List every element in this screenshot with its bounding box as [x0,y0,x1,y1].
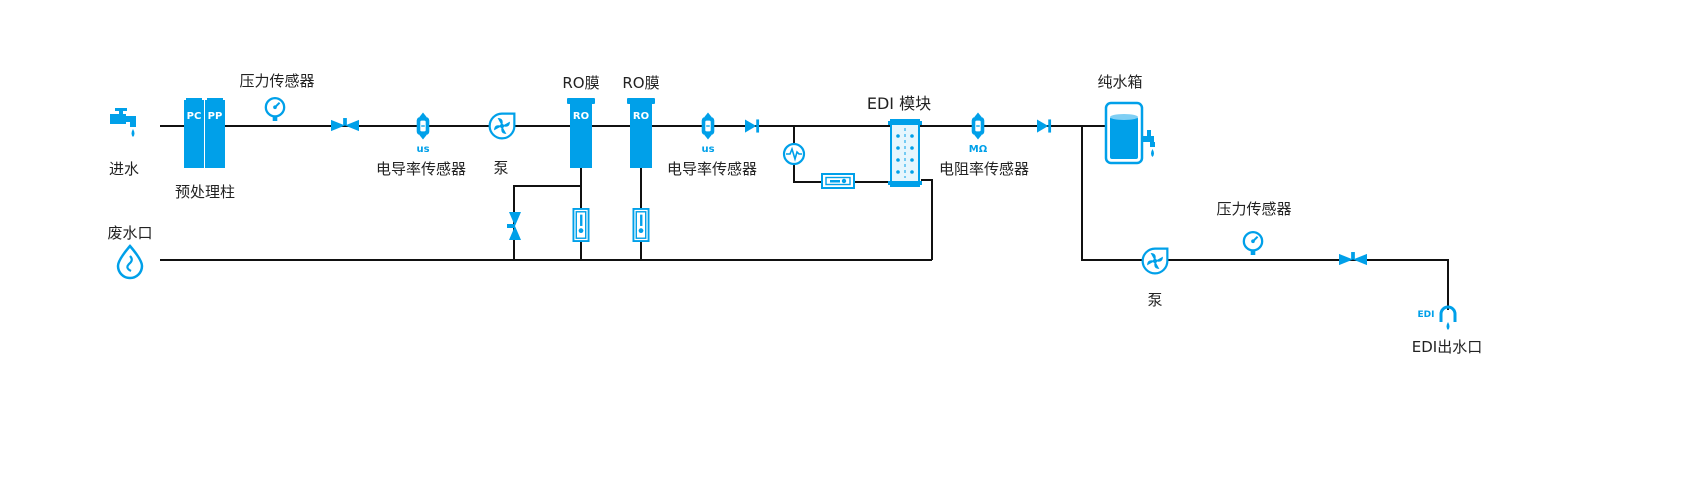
outlet-tap-icon[interactable]: EDI [1418,305,1457,330]
pressure-gauge-icon [264,96,286,123]
inlet-label: 进水 [108,160,140,178]
pump-1-label: 泵 [493,159,509,177]
edi-tag: EDI [1418,310,1435,320]
drain-drop-icon[interactable] [116,244,144,280]
resistivity-sensor-icon [971,112,985,140]
valve-icon[interactable] [331,118,359,132]
mohm-tag: MΩ [969,144,988,155]
conductivity-sensor-icon [416,112,430,140]
conductivity-1-label: 电导率传感器 [375,160,467,178]
ro-membrane-icon-2: RO [627,98,655,168]
conductivity-2-label: 电导率传感器 [666,160,758,178]
pump-icon-2[interactable] [1141,247,1169,275]
water-tank-icon [1104,101,1155,165]
pressure-sensor-2-label: 压力传感器 [1216,200,1292,218]
ro-tag-1: RO [573,111,589,122]
pure-tank-label: 纯水箱 [1097,73,1143,91]
ro-1-label: RO膜 [562,74,600,92]
pressure-gauge-icon-2 [1242,230,1264,257]
us-tag-2: us [701,144,714,155]
us-tag-1: us [416,144,429,155]
check-valve-icon-2 [1037,119,1052,133]
pump-2-label: 泵 [1147,291,1163,309]
edi-module-label: EDI 模块 [866,94,932,113]
pp-tag: PP [208,111,223,122]
edi-module-icon [888,119,922,187]
bypass-valve-icon[interactable] [507,212,521,240]
ro-tag-2: RO [633,111,649,122]
pulse-meter-icon [782,142,806,166]
flowmeter-icon-2 [632,208,650,242]
resistivity-label: 电阻率传感器 [938,160,1030,178]
conductivity-sensor-icon-2 [701,112,715,140]
ro-2-label: RO膜 [622,74,660,92]
drain-label: 废水口 [107,224,153,242]
edi-outlet-label: EDI出水口 [1411,338,1483,356]
horizontal-flowmeter-icon [821,173,855,189]
faucet-icon [110,108,136,137]
pump-icon[interactable] [488,112,516,140]
check-valve-icon-1 [745,119,760,133]
filter-column-icon: PC PP [184,98,225,168]
pretreat-label: 预处理柱 [174,183,236,201]
pressure-sensor-1-label: 压力传感器 [239,72,315,90]
valve-icon-2[interactable] [1339,252,1367,266]
ro-membrane-icon-1: RO [567,98,595,168]
flowmeter-icon-1 [572,208,590,242]
pc-tag: PC [187,111,202,122]
